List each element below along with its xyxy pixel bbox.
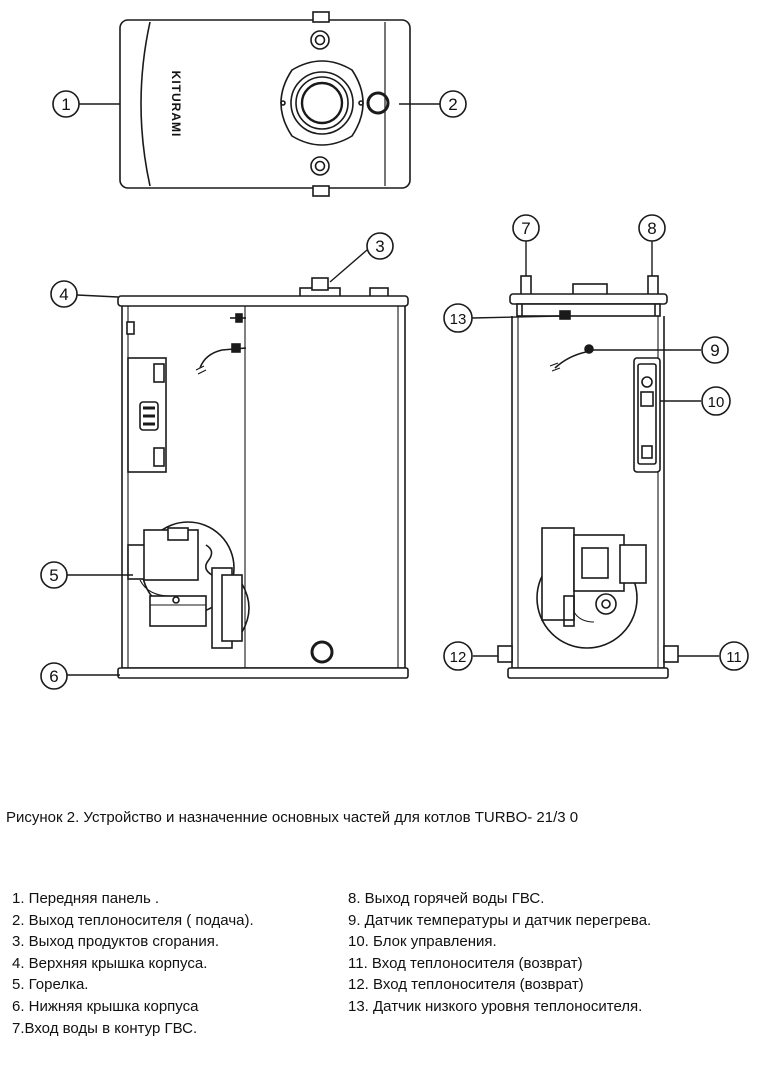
legend-item: 8. Выход горячей воды ГВС.: [348, 890, 545, 907]
leader-lines: [67, 103, 719, 676]
callout-4: 4: [50, 280, 78, 308]
callout-2: 2: [439, 90, 467, 118]
top-view: KITURAMI: [119, 11, 411, 197]
svg-text:10: 10: [708, 394, 725, 411]
callout-5: 5: [40, 561, 68, 589]
callout-1: 1: [52, 90, 80, 118]
svg-text:12: 12: [450, 649, 467, 666]
svg-text:1: 1: [61, 95, 70, 114]
callout-11: 11: [719, 641, 749, 671]
svg-text:8: 8: [647, 219, 656, 238]
boiler-diagram: KITURAMI: [40, 11, 749, 690]
legend-item: 10. Блок управления.: [348, 933, 497, 951]
svg-text:4: 4: [59, 285, 68, 304]
figure-caption: Рисунок 2. Устройство и назначенние осно…: [6, 809, 579, 826]
legend-item: 9. Датчик температуры и датчик перегрева…: [348, 911, 652, 929]
legend-item: 6. Нижняя крышка корпуса: [12, 997, 199, 1015]
legend-item: 11. Вход теплоносителя (возврат): [348, 954, 583, 972]
legend-item: 1. Передняя панель .: [12, 890, 160, 907]
legend-left: 1. Передняя панель . 2. Выход теплоносит…: [12, 888, 254, 1039]
side-view: [117, 277, 409, 679]
callout-12: 12: [443, 641, 473, 671]
legend-right: 8. Выход горячей воды ГВС. 9. Датчик тем…: [348, 888, 651, 1018]
svg-text:5: 5: [49, 566, 58, 585]
legend-item: 13. Датчик низкого уровня теплоносителя.: [348, 997, 643, 1015]
svg-text:9: 9: [710, 341, 719, 360]
svg-text:7: 7: [521, 219, 530, 238]
brand-logo: KITURAMI: [169, 71, 183, 138]
legend-item: 4. Верхняя крышка корпуса.: [12, 954, 208, 972]
callout-8: 8: [638, 214, 666, 242]
legend-item: 5. Горелка.: [12, 976, 89, 994]
callout-3: 3: [366, 232, 394, 260]
callout-13: 13: [443, 303, 473, 333]
legend-item: 7.Вход воды в контур ГВС.: [12, 1019, 198, 1037]
legend-item: 2. Выход теплоносителя ( подача).: [12, 911, 254, 929]
legend-item: 3. Выход продуктов сгорания.: [12, 933, 219, 951]
svg-text:3: 3: [375, 237, 384, 256]
legend-item: 12. Вход теплоносителя (возврат): [348, 976, 584, 994]
callout-7: 7: [512, 214, 540, 242]
svg-text:13: 13: [450, 311, 467, 328]
callout-6: 6: [40, 662, 68, 690]
callout-9: 9: [701, 336, 729, 364]
svg-text:2: 2: [448, 95, 457, 114]
callout-10: 10: [701, 386, 731, 416]
svg-text:6: 6: [49, 667, 58, 686]
front-view: [497, 275, 679, 679]
svg-text:11: 11: [726, 649, 742, 666]
